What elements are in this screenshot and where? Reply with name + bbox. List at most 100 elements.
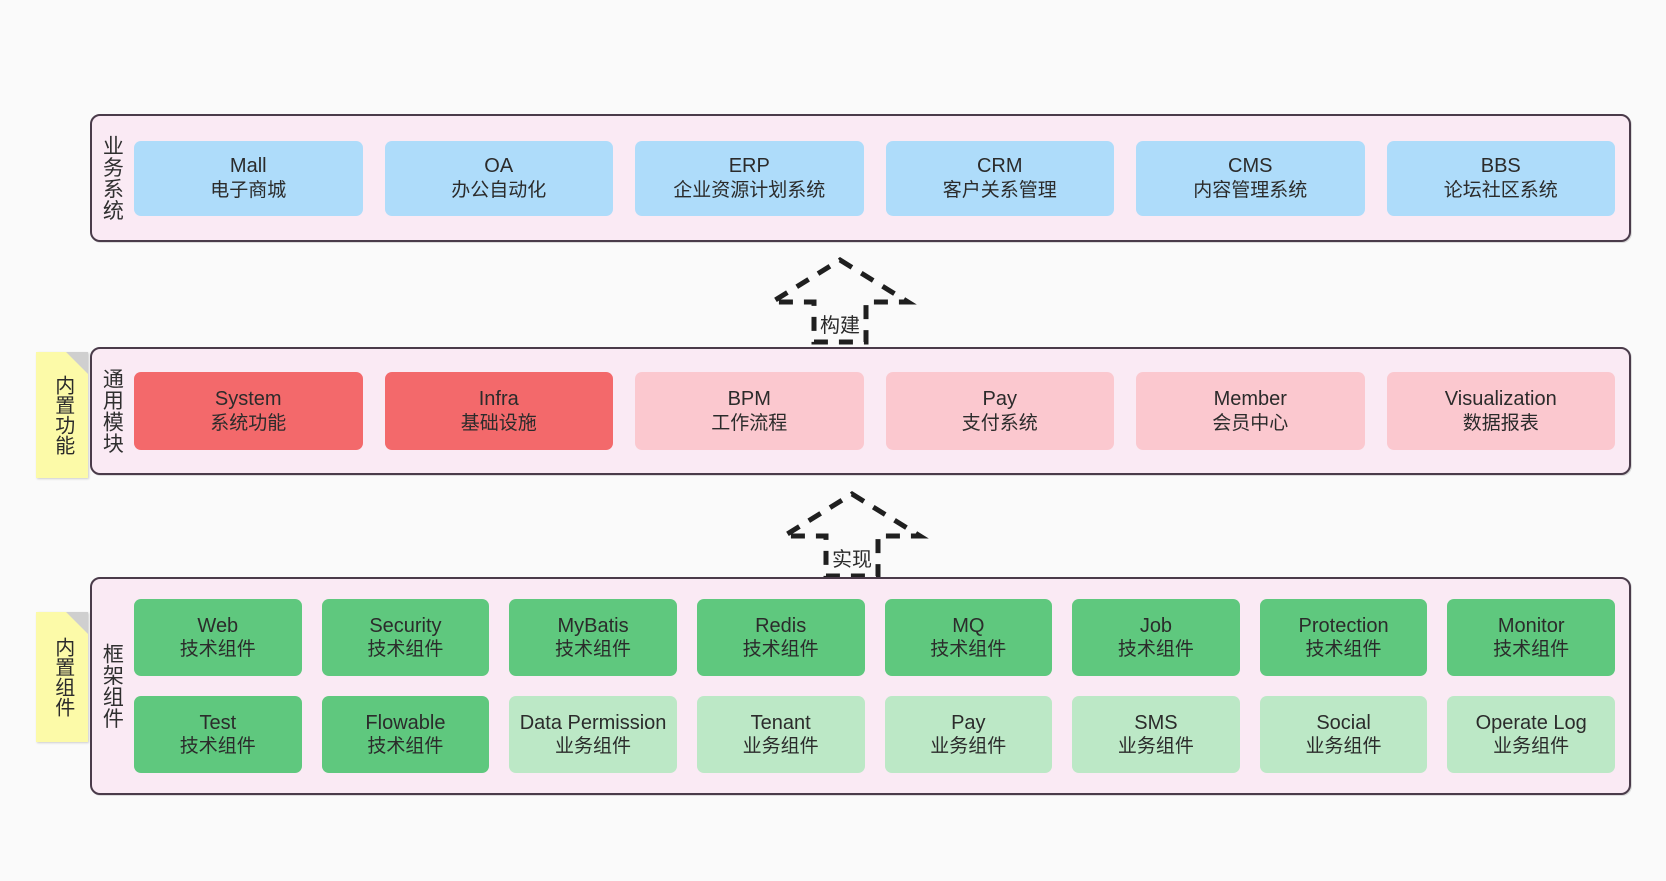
card-subtitle: 技术组件 — [367, 639, 444, 661]
card-subtitle: 技术组件 — [179, 639, 256, 661]
sticky-note-builtin-components: 内置组件 — [36, 612, 88, 742]
card-subtitle: 业务组件 — [1305, 736, 1382, 758]
card-subtitle: 技术组件 — [930, 639, 1007, 661]
card-redis[interactable]: Redis 技术组件 — [696, 599, 865, 676]
card-social[interactable]: Social 业务组件 — [1259, 696, 1428, 773]
card-flowable[interactable]: Flowable 技术组件 — [321, 696, 490, 773]
card-title: Operate Log — [1475, 711, 1587, 734]
page-fold-icon — [66, 352, 88, 374]
card-subtitle: 内容管理系统 — [1193, 179, 1308, 201]
card-bbs[interactable]: BBS 论坛社区系统 — [1386, 140, 1615, 216]
card-title: CMS — [1228, 155, 1273, 178]
layer-business-body: Mall 电子商城 OA 办公自动化 ERP 企业资源计划系统 CRM 客户关系… — [130, 116, 1629, 240]
card-subtitle: 会员中心 — [1212, 412, 1289, 434]
layer-framework-body: Web 技术组件 Security 技术组件 MyBatis 技术组件 Redi… — [130, 579, 1629, 793]
card-subtitle: 技术组件 — [179, 736, 256, 758]
card-title: Redis — [755, 614, 807, 637]
card-visualization[interactable]: Visualization 数据报表 — [1386, 372, 1615, 450]
card-subtitle: 企业资源计划系统 — [673, 179, 826, 201]
card-crm[interactable]: CRM 客户关系管理 — [885, 140, 1114, 216]
sticky-note-label: 内置功能 — [51, 375, 74, 455]
card-row-business: Test 技术组件 Flowable 技术组件 Data Permission … — [134, 696, 1615, 773]
card-subtitle: 业务组件 — [742, 736, 819, 758]
sticky-note-builtin-features: 内置功能 — [36, 352, 88, 478]
card-title: Flowable — [365, 711, 446, 734]
card-sms[interactable]: SMS 业务组件 — [1072, 696, 1240, 773]
sticky-note-label: 内置组件 — [51, 637, 74, 717]
card-title: Tenant — [750, 711, 811, 734]
card-row: System 系统功能 Infra 基础设施 BPM 工作流程 Pay 支付系统… — [134, 372, 1615, 450]
layer-framework-components: 框架组件 Web 技术组件 Security 技术组件 MyBatis 技术组件… — [90, 577, 1631, 795]
card-row: Mall 电子商城 OA 办公自动化 ERP 企业资源计划系统 CRM 客户关系… — [134, 140, 1615, 216]
connector-implement-arrow: 实现 — [772, 488, 932, 580]
connector-build-label: 构建 — [820, 315, 860, 337]
card-subtitle: 技术组件 — [742, 639, 819, 661]
card-member[interactable]: Member 会员中心 — [1136, 372, 1365, 450]
card-bpm[interactable]: BPM 工作流程 — [635, 372, 864, 450]
card-operate-log[interactable]: Operate Log 业务组件 — [1447, 696, 1615, 773]
layer-common-body: System 系统功能 Infra 基础设施 BPM 工作流程 Pay 支付系统… — [130, 349, 1629, 473]
card-subtitle: 电子商城 — [210, 179, 287, 201]
page-fold-icon — [66, 612, 88, 634]
card-erp[interactable]: ERP 企业资源计划系统 — [635, 140, 864, 216]
card-subtitle: 工作流程 — [711, 412, 788, 434]
card-title: Pay — [982, 388, 1017, 411]
card-title: Infra — [478, 388, 519, 411]
card-title: Web — [197, 614, 239, 637]
card-title: SMS — [1134, 711, 1178, 734]
card-subtitle: 技术组件 — [1493, 639, 1570, 661]
card-data-permission[interactable]: Data Permission 业务组件 — [509, 696, 677, 773]
card-security[interactable]: Security 技术组件 — [321, 599, 490, 676]
card-title: CRM — [976, 155, 1023, 178]
card-pay-business[interactable]: Pay 业务组件 — [884, 696, 1053, 773]
card-title: Data Permission — [519, 711, 667, 734]
card-subtitle: 业务组件 — [930, 736, 1007, 758]
card-row-technical: Web 技术组件 Security 技术组件 MyBatis 技术组件 Redi… — [134, 599, 1615, 676]
card-subtitle: 系统功能 — [210, 412, 287, 434]
card-monitor[interactable]: Monitor 技术组件 — [1447, 599, 1615, 676]
card-title: Member — [1213, 388, 1287, 411]
card-subtitle: 基础设施 — [460, 412, 537, 434]
card-title: Pay — [951, 711, 986, 734]
connector-implement-label: 实现 — [832, 549, 872, 571]
card-cms[interactable]: CMS 内容管理系统 — [1136, 140, 1365, 216]
card-title: BPM — [727, 388, 771, 411]
card-title: Job — [1139, 614, 1173, 637]
layer-framework-label: 框架组件 — [100, 643, 124, 729]
card-title: Test — [199, 711, 237, 734]
card-infra[interactable]: Infra 基础设施 — [384, 372, 613, 450]
card-mybatis[interactable]: MyBatis 技术组件 — [509, 599, 677, 676]
card-test[interactable]: Test 技术组件 — [134, 696, 302, 773]
card-mall[interactable]: Mall 电子商城 — [134, 140, 363, 216]
layer-common-label: 通用模块 — [100, 368, 124, 454]
card-subtitle: 技术组件 — [1117, 639, 1194, 661]
card-subtitle: 客户关系管理 — [942, 179, 1057, 201]
card-job[interactable]: Job 技术组件 — [1072, 599, 1240, 676]
card-subtitle: 业务组件 — [1117, 736, 1194, 758]
card-subtitle: 办公自动化 — [451, 179, 547, 201]
card-mq[interactable]: MQ 技术组件 — [884, 599, 1053, 676]
layer-business-systems: 业务系统 Mall 电子商城 OA 办公自动化 ERP 企业资源计划系统 CRM… — [90, 114, 1631, 242]
card-title: System — [214, 388, 282, 411]
card-subtitle: 业务组件 — [555, 736, 632, 758]
card-subtitle: 技术组件 — [367, 736, 444, 758]
card-subtitle: 业务组件 — [1493, 736, 1570, 758]
card-title: Protection — [1298, 614, 1389, 637]
connector-build-arrow: 构建 — [760, 254, 920, 346]
card-protection[interactable]: Protection 技术组件 — [1259, 599, 1428, 676]
card-subtitle: 技术组件 — [1305, 639, 1382, 661]
card-title: Social — [1316, 711, 1371, 734]
card-system[interactable]: System 系统功能 — [134, 372, 363, 450]
card-title: OA — [484, 155, 514, 178]
card-title: BBS — [1480, 155, 1521, 178]
card-title: MQ — [952, 614, 985, 637]
card-web[interactable]: Web 技术组件 — [134, 599, 302, 676]
layer-business-label: 业务系统 — [100, 135, 124, 221]
card-subtitle: 数据报表 — [1462, 412, 1539, 434]
card-subtitle: 论坛社区系统 — [1443, 179, 1558, 201]
card-pay[interactable]: Pay 支付系统 — [885, 372, 1114, 450]
card-oa[interactable]: OA 办公自动化 — [384, 140, 613, 216]
card-title: MyBatis — [557, 614, 629, 637]
card-subtitle: 支付系统 — [961, 412, 1038, 434]
card-tenant[interactable]: Tenant 业务组件 — [696, 696, 865, 773]
